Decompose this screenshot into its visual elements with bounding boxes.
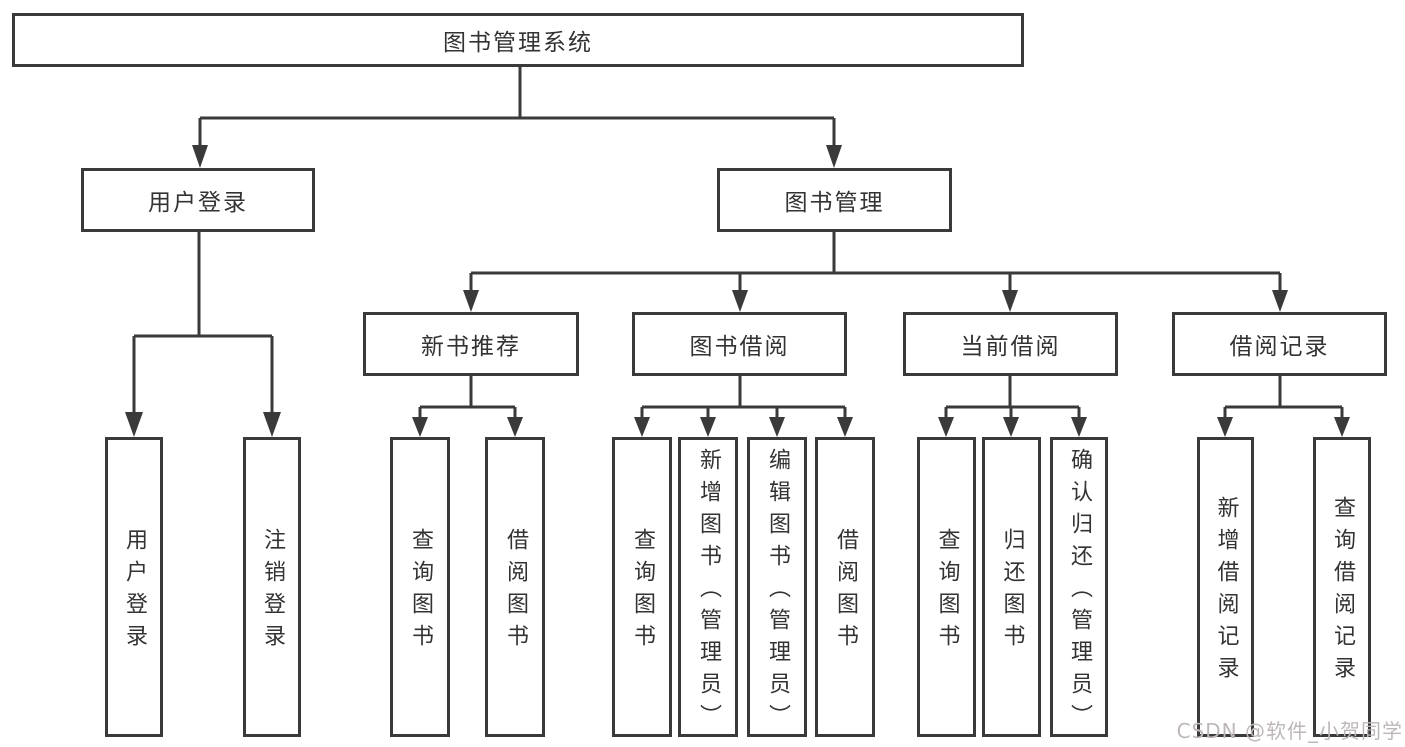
node-label: 当前借阅 [960,334,1061,360]
leaf-label: 查询图书 [408,528,433,656]
leaf-label: 编辑图书（管理员） [765,448,790,736]
leaf-label: 查询借阅记录 [1330,496,1355,688]
node-label: 图书管理系统 [443,30,593,56]
leaf-add-book-admin: 新增图书（管理员） [678,437,738,737]
node-label: 图书借阅 [689,334,790,360]
leaf-label: 借阅图书 [503,528,528,656]
leaf-add-borrow-record: 新增借阅记录 [1197,437,1254,737]
leaf-label: 查询图书 [934,528,960,656]
leaf-query-books-current: 查询图书 [917,437,976,737]
leaf-label: 归还图书 [999,528,1025,656]
leaf-label: 新增图书（管理员） [696,448,721,736]
leaf-label: 借阅图书 [833,528,858,656]
leaf-confirm-return-admin: 确认归还（管理员） [1050,437,1108,737]
leaf-query-books-borrow: 查询图书 [612,437,672,737]
node-library-management-system: 图书管理系统 [12,13,1024,67]
leaf-query-books-recommend: 查询图书 [390,437,450,737]
leaf-label: 注销登录 [260,528,285,656]
leaf-logout: 注销登录 [243,437,301,737]
node-book-management: 图书管理 [717,168,952,232]
node-label: 借阅记录 [1229,334,1330,360]
node-label: 图书管理 [784,190,885,216]
leaf-return-book: 归还图书 [982,437,1041,737]
node-new-book-recommend: 新书推荐 [363,312,579,376]
leaf-borrow-books: 借阅图书 [815,437,875,737]
node-book-borrow: 图书借阅 [632,312,847,376]
csdn-watermark: CSDN @软件_小贺同学 [1176,719,1403,743]
leaf-label: 用户登录 [122,528,147,656]
leaf-query-borrow-record: 查询借阅记录 [1313,437,1371,737]
node-borrow-record: 借阅记录 [1172,312,1387,376]
node-label: 用户登录 [148,190,248,216]
leaf-borrow-books-recommend: 借阅图书 [485,437,545,737]
leaf-user-login: 用户登录 [105,437,163,737]
node-user-login: 用户登录 [81,168,315,232]
leaf-label: 新增借阅记录 [1213,496,1239,688]
node-current-borrow: 当前借阅 [903,312,1118,376]
leaf-label: 确认归还（管理员） [1067,448,1092,736]
leaf-label: 查询图书 [630,528,655,656]
leaf-edit-book-admin: 编辑图书（管理员） [747,437,807,737]
node-label: 新书推荐 [421,334,521,360]
